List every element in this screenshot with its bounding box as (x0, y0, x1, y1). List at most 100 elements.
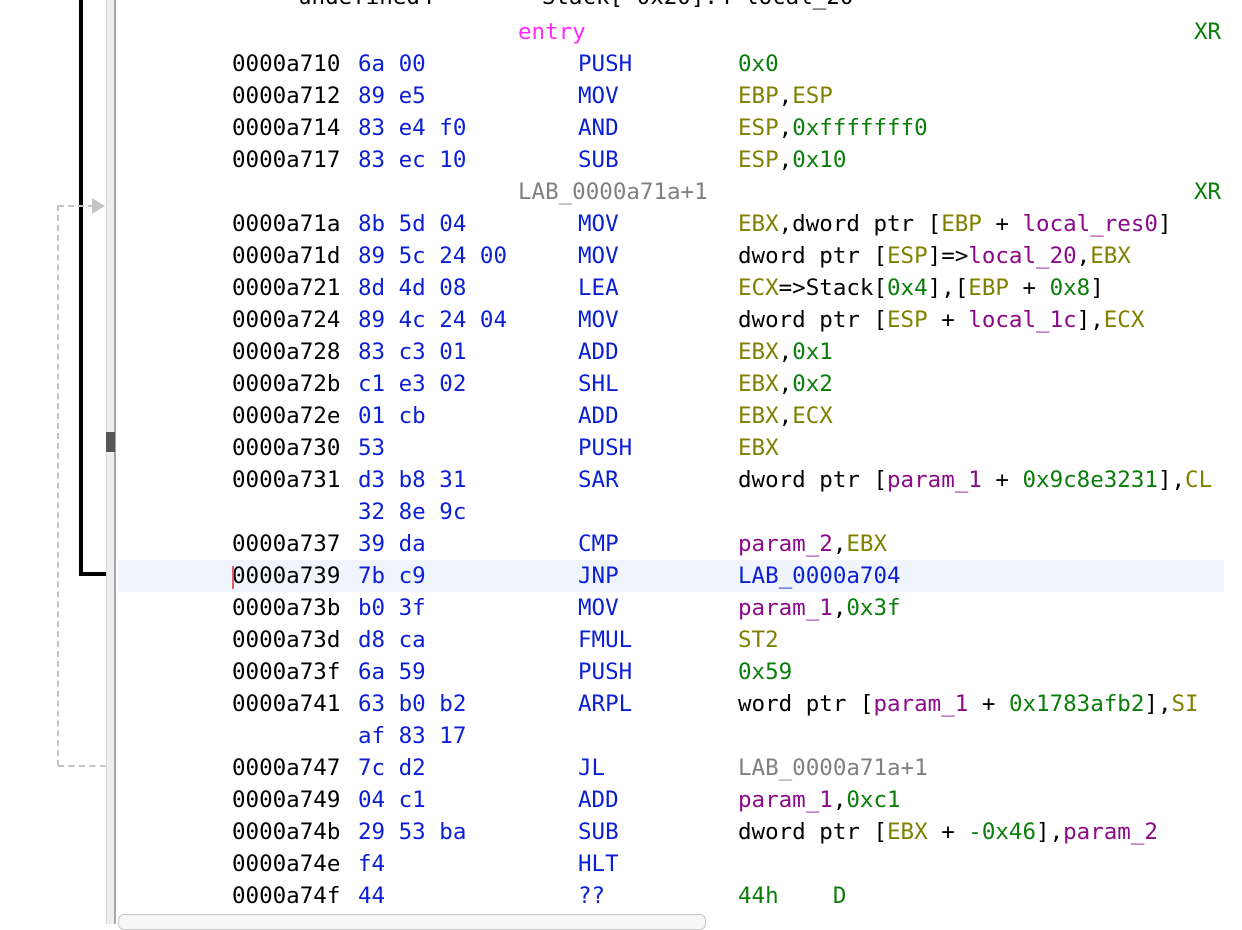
operands: param_2,EBX (738, 530, 887, 558)
instruction-bytes: 44 (358, 883, 386, 909)
operand-text: ]=> (927, 243, 969, 269)
label-reference[interactable]: LAB_0000a704 (738, 563, 901, 589)
address: 0000a749 (232, 787, 341, 813)
address: 0000a737 (232, 531, 341, 557)
label-reference[interactable]: LAB_0000a71a+1 (738, 755, 928, 781)
register: ST2 (738, 627, 779, 653)
variable-reference[interactable]: param_2 (1063, 819, 1158, 845)
label-lab_0000a71a[interactable]: LAB_0000a71a+1 (518, 179, 708, 205)
number-literal: 0x59 (738, 659, 793, 685)
operands: ESP,0x10 (738, 146, 846, 174)
register: SI (1171, 691, 1199, 717)
variable-reference[interactable]: local_res0 (1022, 211, 1158, 237)
address: 0000a714 (232, 115, 341, 141)
variable-reference[interactable]: local_20 (968, 243, 1077, 269)
variable-reference[interactable]: param_1 (738, 595, 833, 621)
label-entry[interactable]: entry (518, 19, 586, 45)
arrow-head-icon (92, 198, 105, 214)
register: EBX (887, 819, 928, 845)
register: ECX (738, 275, 779, 301)
register: ESP (738, 147, 779, 173)
mnemonic: ADD (578, 787, 619, 813)
address: 0000a728 (232, 339, 341, 365)
number-literal: 0x1783afb2 (1008, 691, 1145, 717)
address: 0000a73d (232, 627, 341, 653)
operand-text: , (1076, 243, 1091, 269)
operands: EBP,ESP (738, 82, 833, 110)
operands: ST2 (738, 626, 779, 654)
operand-text: =>Stack[ (778, 275, 888, 301)
mnemonic: ARPL (578, 691, 633, 717)
xref-link[interactable]: XR (1194, 19, 1222, 45)
operand-text: ],[ (927, 275, 969, 301)
mnemonic: SUB (578, 147, 619, 173)
mnemonic: AND (578, 115, 619, 141)
mnemonic: CMP (578, 531, 619, 557)
mnemonic: SHL (578, 371, 619, 397)
code-row[interactable]: 32 8e 9c (118, 496, 1224, 528)
instruction-bytes: 32 8e 9c (358, 499, 467, 525)
operands: 44h D (738, 882, 846, 910)
number-literal: 0xfffffff0 (792, 115, 928, 141)
number-literal: 44h D (738, 883, 847, 909)
address: 0000a71a (232, 211, 341, 237)
flow-arrow-dashed-bottom (58, 765, 106, 767)
address: 0000a741 (232, 691, 341, 717)
register: EBX (846, 531, 888, 557)
register: EBX (738, 211, 779, 237)
instruction-bytes: c1 e3 02 (358, 371, 467, 397)
operand-text: , (778, 339, 793, 365)
mnemonic: FMUL (578, 627, 633, 653)
operands: 0x0 (738, 50, 779, 78)
instruction-bytes: 6a 59 (358, 659, 426, 685)
variable-reference[interactable]: param_1 (887, 467, 982, 493)
mnemonic: ADD (578, 339, 619, 365)
instruction-bytes: 83 c3 01 (358, 339, 467, 365)
number-literal: 0x10 (792, 147, 847, 173)
operand-text: ] (1157, 211, 1172, 237)
flow-arrow-dashed-line (57, 205, 59, 766)
variable-reference[interactable]: local_1c (968, 307, 1077, 333)
operand-text: dword ptr [ (738, 307, 888, 333)
address: 0000a731 (232, 467, 341, 493)
instruction-bytes: 7c d2 (358, 755, 426, 781)
code-row[interactable]: af 83 17 (118, 720, 1224, 752)
flow-arrow-solid-tail (79, 572, 107, 576)
variable-reference[interactable]: param_1 (738, 787, 833, 813)
operand-text: ], (1036, 819, 1064, 845)
variable-reference[interactable]: param_1 (873, 691, 969, 717)
operand-text: ], (1144, 691, 1172, 717)
horizontal-scrollbar[interactable] (118, 914, 706, 930)
number-literal: 0x9c8e3231 (1022, 467, 1158, 493)
instruction-bytes: 89 5c 24 00 (358, 243, 508, 269)
xref-link[interactable]: XR (1194, 179, 1222, 205)
operand-text: word ptr [ (738, 691, 874, 717)
variable-reference[interactable]: param_2 (738, 531, 833, 557)
